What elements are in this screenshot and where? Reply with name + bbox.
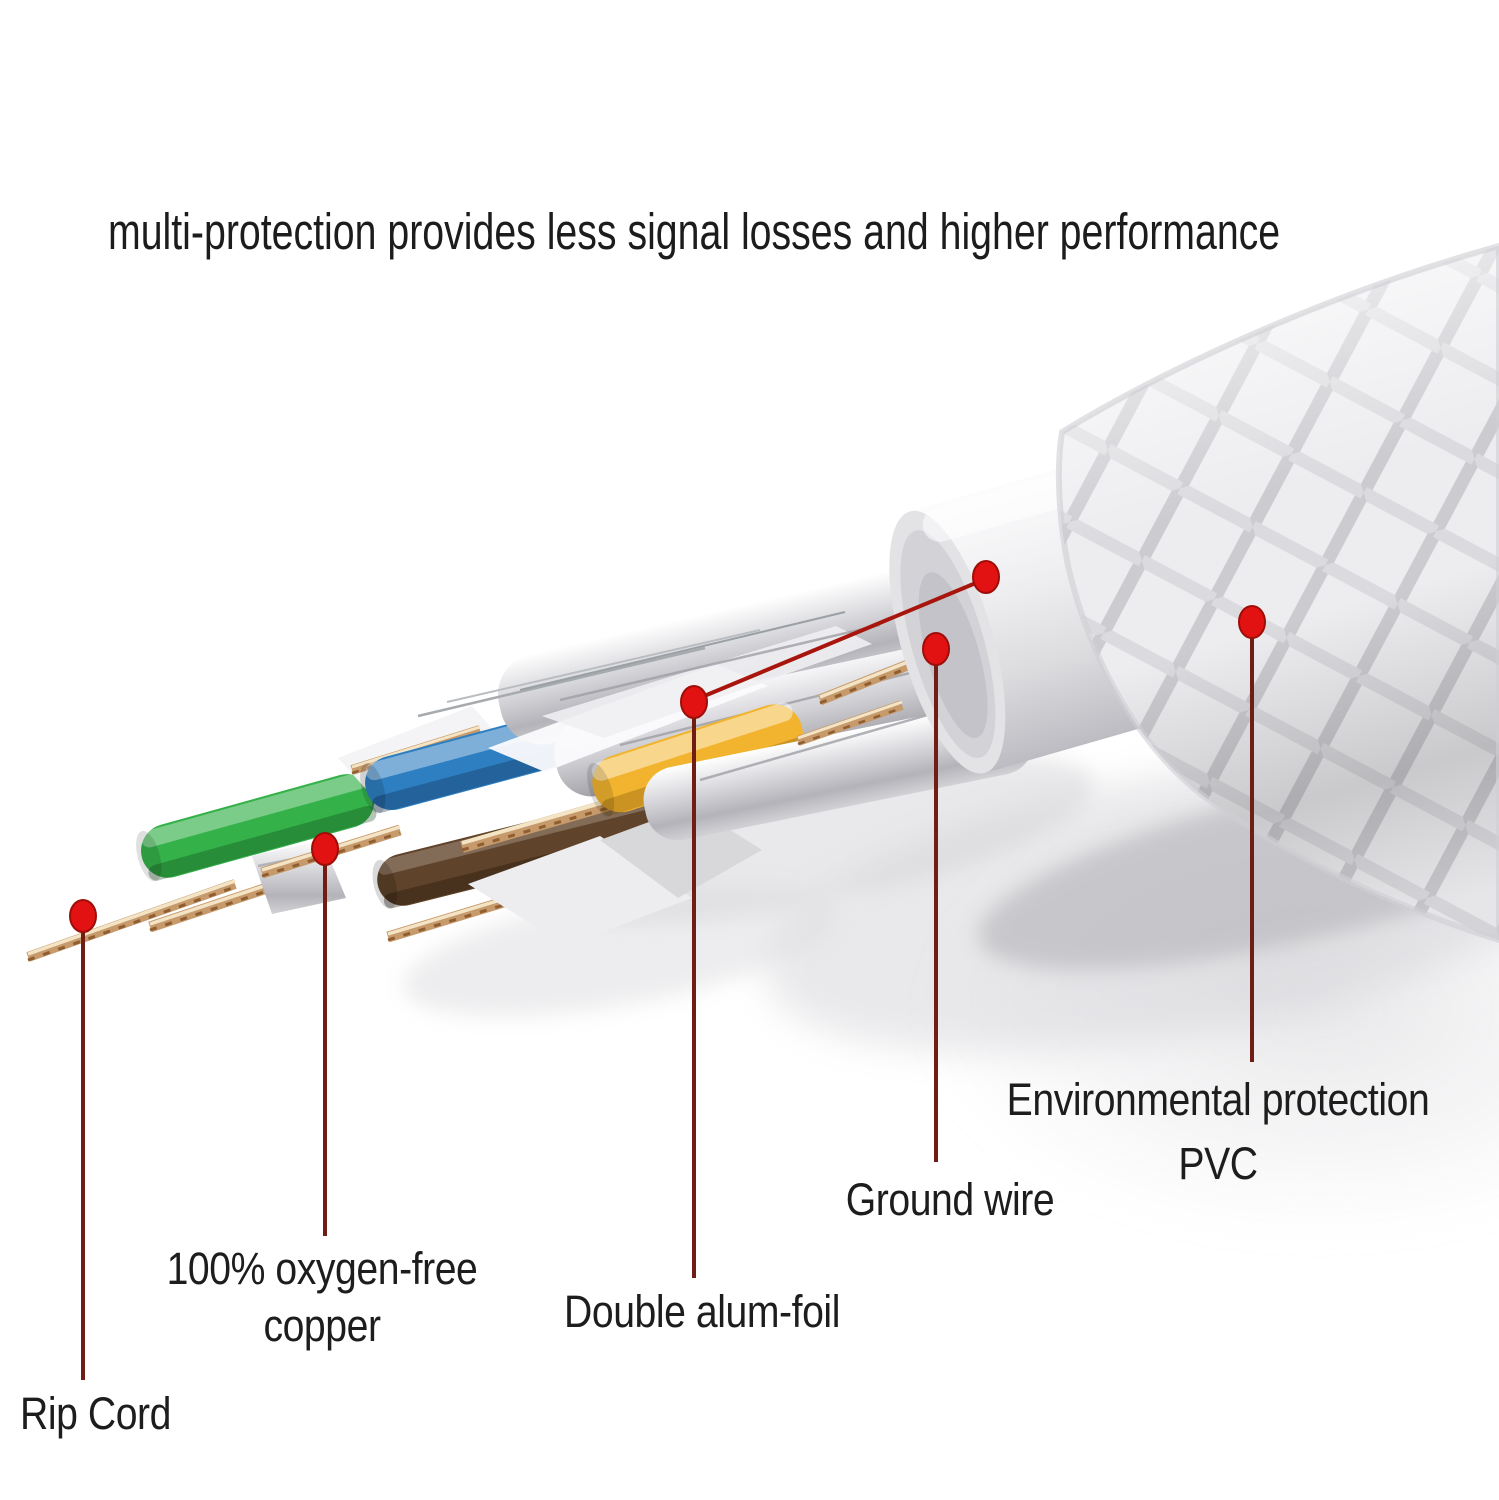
label-double-alum-foil: Double alum-foil	[564, 1286, 840, 1337]
headline-text: multi-protection provides less signal lo…	[108, 203, 1281, 260]
callout-dot-rip-cord	[69, 899, 97, 933]
callout-dot-ground-wire	[922, 632, 950, 666]
label-oxygen-free-copper: 100% oxygen-free copper	[105, 1240, 540, 1354]
copper-strand-bundle	[796, 700, 904, 746]
copper-strand-bundle	[460, 799, 610, 853]
callout-lines	[81, 578, 1254, 1380]
label-environmental-pvc-line1: Environmental protection	[1006, 1074, 1430, 1125]
copper-strand-bundle	[148, 881, 272, 933]
rip-cord-strands	[26, 879, 237, 962]
copper-strand-bundle	[386, 895, 509, 943]
label-environmental-pvc: Environmental protection PVC	[974, 1068, 1461, 1196]
callout-dot-copper	[311, 832, 339, 866]
label-oxygen-free-copper-line1: 100% oxygen-free	[166, 1243, 478, 1294]
label-rip-cord: Rip Cord	[20, 1388, 171, 1439]
label-ground-wire: Ground wire	[845, 1174, 1055, 1225]
label-environmental-pvc-line2: PVC	[1178, 1138, 1258, 1189]
callout-dot-pvc	[1238, 605, 1266, 639]
callout-line-alum-foil-diagonal	[696, 578, 984, 701]
braided-jacket	[1055, 242, 1499, 944]
callout-dots	[69, 560, 1266, 933]
callout-dot-alum-foil	[680, 685, 708, 719]
green-wire	[136, 772, 377, 882]
callout-dot-alum-foil-2	[972, 560, 1000, 594]
label-oxygen-free-copper-line2: copper	[263, 1300, 381, 1351]
